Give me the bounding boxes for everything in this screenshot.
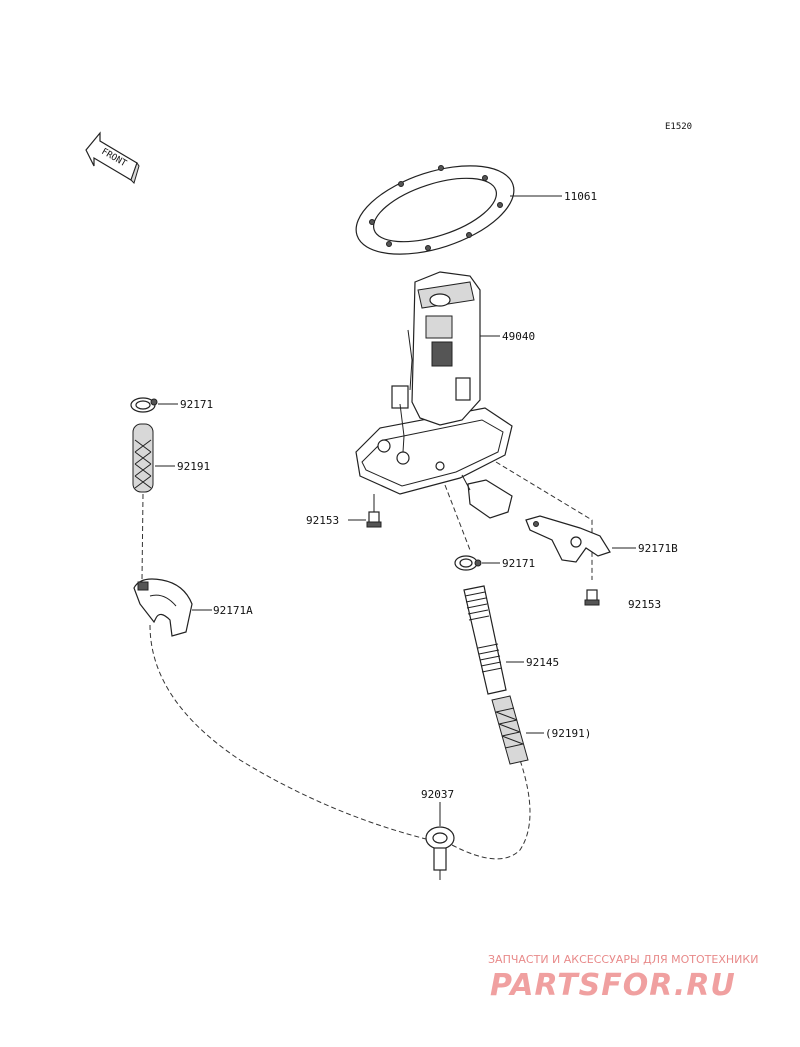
hose-92145 (463, 585, 507, 695)
label-92171B: 92171B (638, 542, 678, 555)
clamp-92171-mid (454, 555, 482, 571)
label-49040: 49040 (502, 330, 535, 343)
label-92037: 92037 (421, 788, 454, 801)
fitting-92037 (425, 826, 455, 880)
diagram-code: E1520 (665, 122, 692, 132)
label-11061: 11061 (564, 190, 597, 203)
bolt-92153-left (366, 494, 382, 528)
label-92153-left: 92153 (306, 514, 339, 527)
watermark-tagline: ЗАПЧАСТИ И АКСЕССУАРЫ ДЛЯ МОТОТЕХНИКИ (488, 953, 758, 966)
hose-route-lower-right (451, 759, 531, 860)
label-92171A: 92171A (213, 604, 253, 617)
label-92191-left: 92191 (177, 460, 210, 473)
hose-92191-left (132, 423, 154, 493)
watermark-logo: PARTSFOR.RU (490, 968, 736, 1003)
hose-route-lower-left (149, 624, 431, 841)
bracket-92171B (525, 515, 611, 563)
label-92153-right: 92153 (628, 598, 661, 611)
hose-route-upper (141, 493, 144, 581)
front-arrow-icon: FRONT (85, 131, 140, 184)
hose-route-pump (444, 484, 471, 551)
label-92171-top: 92171 (180, 398, 213, 411)
label-92191-paren: (92191) (545, 727, 591, 740)
label-92171-mid: 92171 (502, 557, 535, 570)
fuel-pump-49040 (355, 271, 513, 519)
clamp-92171-top (130, 397, 158, 413)
clamp-92171A (133, 578, 193, 637)
bolt-92153-right (584, 589, 600, 606)
gasket-11061 (355, 165, 515, 255)
hose-92191-right (491, 695, 529, 765)
bracket-leader (495, 461, 593, 580)
label-92145: 92145 (526, 656, 559, 669)
